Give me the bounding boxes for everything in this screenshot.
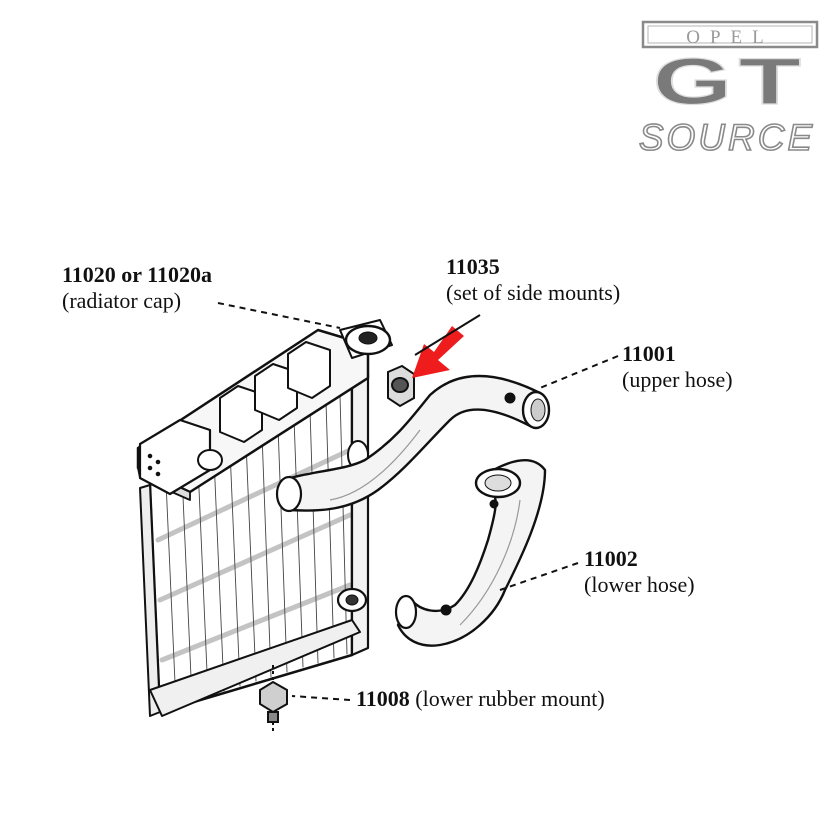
leader-lower-mount <box>291 695 351 701</box>
label-radiator-cap: 11020 or 11020a (radiator cap) <box>62 262 212 314</box>
side-mount-part <box>387 364 415 408</box>
logo-source-text: SOURCE <box>639 117 815 158</box>
label-lower-rubber-mount: 11008 (lower rubber mount) <box>356 686 605 712</box>
logo-gt-text: GT <box>653 45 807 119</box>
opel-gt-source-logo: OPEL GT SOURCE <box>638 20 819 159</box>
leader-cap <box>217 302 341 329</box>
leader-side-mounts <box>414 314 481 356</box>
lower-rubber-mount-part <box>259 665 288 732</box>
part-description: (lower rubber mount) <box>415 686 605 711</box>
leader-lower-hose <box>499 562 579 591</box>
upper-hose-part <box>275 374 551 513</box>
radiator <box>136 319 393 717</box>
label-upper-hose: 11001 (upper hose) <box>622 341 733 393</box>
part-description: (upper hose) <box>622 367 733 392</box>
part-number: 11008 <box>356 686 410 711</box>
part-number: 11002 <box>584 546 638 571</box>
leader-upper-hose <box>539 355 619 389</box>
leader-lines <box>217 302 619 701</box>
logo-opel-text: OPEL <box>686 27 774 48</box>
lower-hose-part <box>394 459 547 647</box>
part-number: 11035 <box>446 254 500 279</box>
part-number: 11020 or 11020a <box>62 262 212 287</box>
label-side-mounts: 11035 (set of side mounts) <box>446 254 620 306</box>
part-description: (radiator cap) <box>62 288 182 313</box>
part-description: (set of side mounts) <box>446 280 621 305</box>
part-number: 11001 <box>622 341 676 366</box>
part-description: (lower hose) <box>584 572 695 597</box>
red-pointer-arrow <box>412 326 464 378</box>
radiator-cap-drawing <box>339 319 393 359</box>
label-lower-hose: 11002 (lower hose) <box>584 546 695 598</box>
